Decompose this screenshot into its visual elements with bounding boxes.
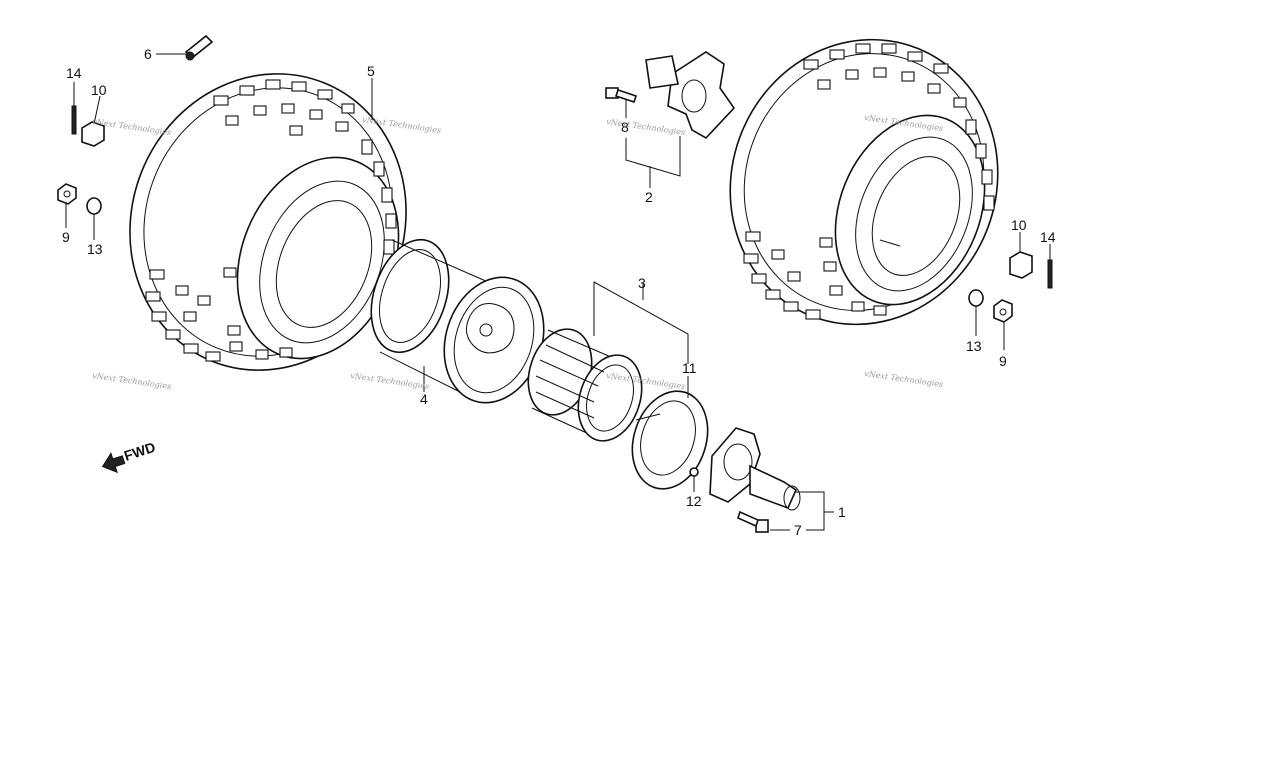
tire-right-tread: [743, 43, 995, 320]
callout-9-right: 9: [999, 353, 1007, 369]
hub-lower: [709, 427, 801, 511]
callout-3: 3: [638, 275, 646, 291]
fwd-label: FWD: [122, 439, 157, 464]
bolt-7: [737, 510, 769, 533]
washer-left: [86, 197, 102, 215]
callout-12: 12: [686, 493, 702, 509]
watermark: vNext Technologies: [864, 369, 944, 389]
callout-7: 7: [794, 522, 802, 538]
castle-nut-right: [1009, 251, 1033, 279]
collar: [631, 390, 709, 490]
callout-14-right: 14: [1040, 229, 1056, 245]
callout-5: 5: [367, 63, 375, 79]
callout-13-right: 13: [966, 338, 982, 354]
cotter-pin-right: [1047, 259, 1053, 289]
tire-left: [129, 73, 407, 371]
valve-stem: [184, 34, 214, 61]
callout-10-right: 10: [1011, 217, 1027, 233]
nut-right: [993, 299, 1013, 323]
callout-2: 2: [645, 189, 653, 205]
callout-11: 11: [682, 360, 697, 376]
callout-1: 1: [838, 504, 846, 520]
castle-nut-left: [81, 121, 105, 147]
callout-9-left: 9: [62, 229, 70, 245]
cotter-pin-left: [71, 105, 77, 135]
leader-lines: [65, 53, 1051, 531]
rim: [370, 238, 545, 404]
watermark: vNext Technologies: [92, 371, 172, 391]
spacer: [527, 328, 643, 442]
fwd-arrow: FWD: [101, 439, 157, 474]
watermark: vNext Technologies: [606, 117, 686, 137]
hub-upper: [645, 51, 736, 140]
screw-12: [689, 467, 699, 486]
watermark: vNext Technologies: [350, 371, 430, 391]
callout-8: 8: [621, 119, 629, 135]
callout-4: 4: [420, 391, 428, 407]
callout-13-left: 13: [87, 241, 103, 257]
washer-right: [968, 289, 984, 307]
bolt-8: [605, 87, 638, 104]
callout-14-left: 14: [66, 65, 82, 81]
tire-left-tread: [145, 79, 397, 362]
callout-10-left: 10: [91, 82, 107, 98]
tire-right: [729, 38, 999, 326]
callout-6: 6: [144, 46, 152, 62]
nut-left: [57, 183, 77, 205]
